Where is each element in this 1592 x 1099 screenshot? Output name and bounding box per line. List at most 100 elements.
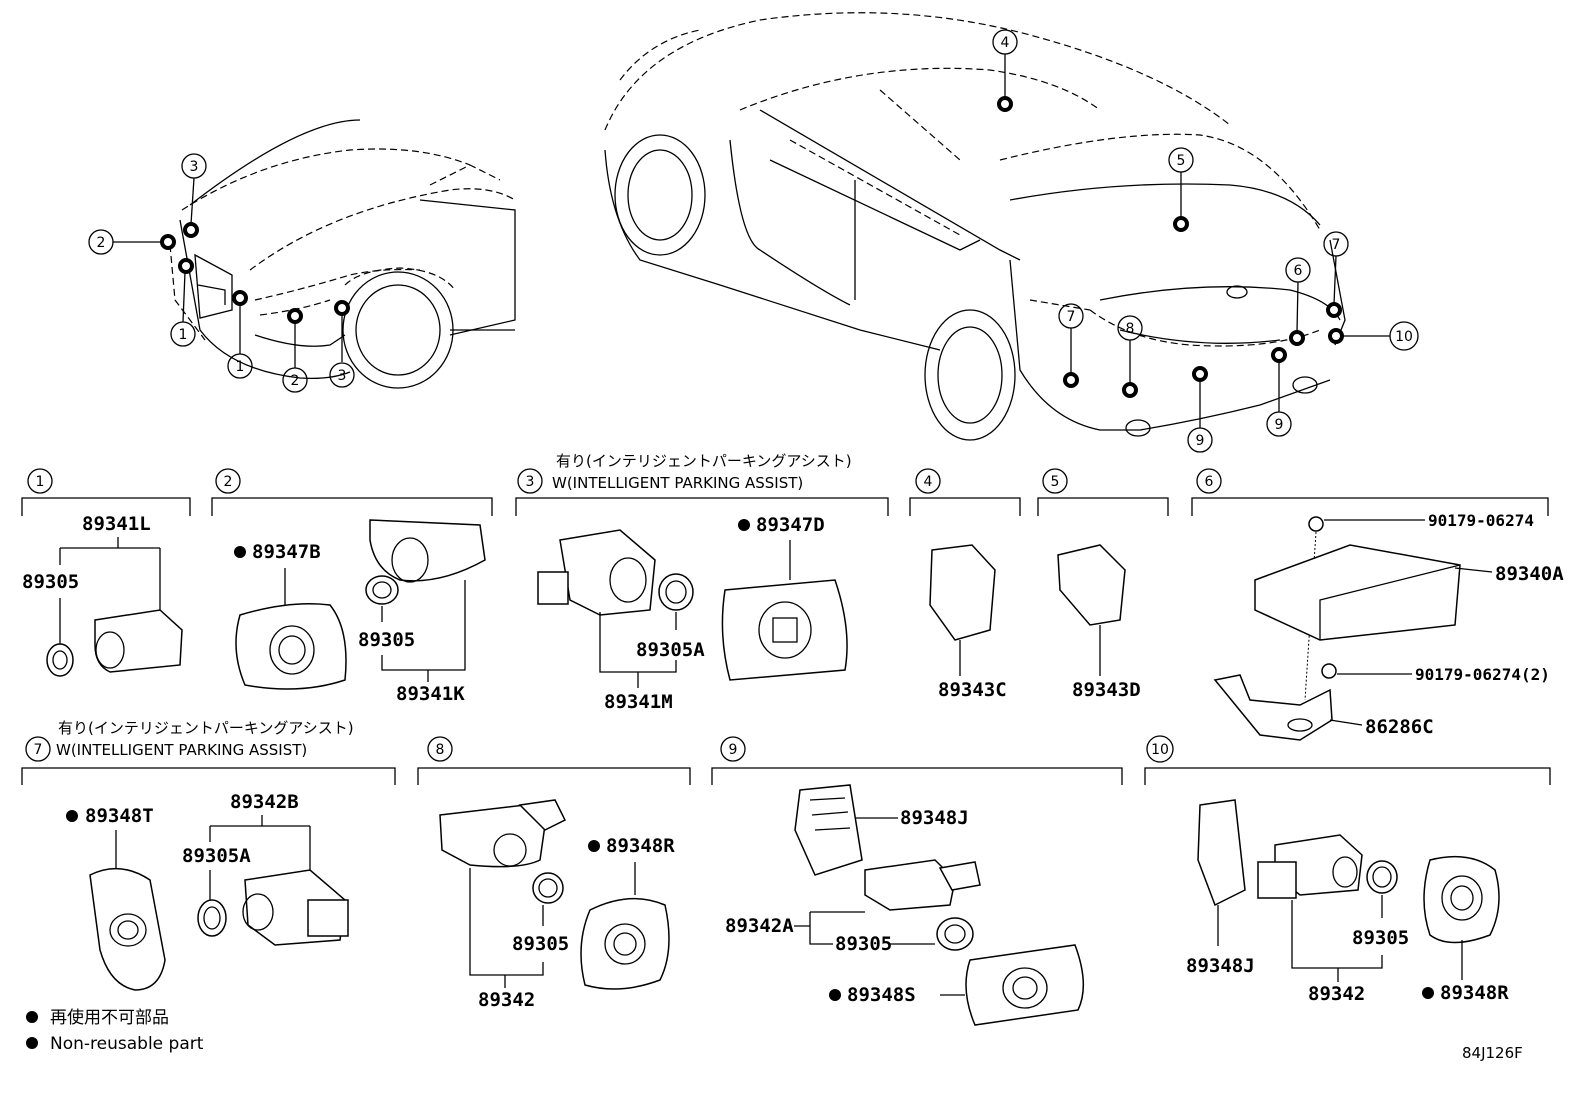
bracket-part bbox=[794, 784, 863, 876]
section-number: 5 bbox=[1051, 474, 1060, 490]
sensor-part bbox=[369, 519, 486, 582]
part-number: 89305 bbox=[358, 629, 415, 651]
callout-label: 2 bbox=[291, 373, 300, 389]
section-2: 2 89347B 89305 89341K bbox=[211, 468, 493, 705]
callout-label: 1 bbox=[236, 359, 245, 375]
section-caption-en: W(INTELLIGENT PARKING ASSIST) bbox=[552, 474, 803, 492]
rear-car-illustration bbox=[604, 12, 1346, 441]
part-number: 89348R bbox=[1440, 982, 1509, 1004]
part-number: 89343C bbox=[938, 679, 1007, 701]
callout-label: 4 bbox=[1001, 35, 1010, 51]
bolt-part bbox=[1321, 663, 1337, 679]
section-number: 4 bbox=[924, 474, 933, 490]
non-reusable-bullet bbox=[829, 989, 841, 1001]
part-number: 90179-06274(2) bbox=[1415, 665, 1550, 684]
section-caption-jp: 有り(インテリジェントパーキングアシスト) bbox=[58, 719, 354, 737]
bracket-part bbox=[1197, 799, 1246, 907]
retainer-part bbox=[965, 944, 1085, 1026]
part-number: 89342B bbox=[230, 791, 299, 813]
section-5: 5 89343D bbox=[1037, 468, 1169, 701]
part-number: 89341L bbox=[82, 513, 151, 535]
connector-part bbox=[307, 899, 349, 937]
part-number: 89340A bbox=[1495, 563, 1564, 585]
section-4: 4 89343C bbox=[909, 468, 1021, 701]
callout-label: 3 bbox=[338, 368, 347, 384]
callout-label: 1 bbox=[179, 327, 188, 343]
callout-label: 2 bbox=[97, 235, 106, 251]
part-number: 89342 bbox=[1308, 983, 1365, 1005]
front-car-illustration bbox=[169, 119, 516, 389]
callout-label: 8 bbox=[1126, 321, 1135, 337]
bolt-part bbox=[1308, 516, 1324, 532]
sensor-part bbox=[94, 609, 183, 673]
part-number: 89341M bbox=[604, 691, 673, 713]
retainer-part bbox=[721, 579, 848, 681]
non-reusable-bullet bbox=[1422, 987, 1434, 999]
seal-ring-part bbox=[197, 899, 227, 937]
section-number: 10 bbox=[1151, 742, 1169, 758]
front-sensor-markers bbox=[160, 222, 350, 324]
legend-en: Non-reusable part bbox=[50, 1034, 204, 1054]
part-number: 89342 bbox=[478, 989, 535, 1011]
rear-sensor-markers bbox=[997, 96, 1344, 398]
part-number: 89347B bbox=[252, 541, 321, 563]
section-number: 6 bbox=[1205, 474, 1214, 490]
seal-ring-part bbox=[532, 872, 564, 904]
sensor-part bbox=[929, 544, 996, 641]
sensor-part bbox=[559, 529, 656, 616]
connector-part bbox=[537, 571, 569, 605]
callout-label: 7 bbox=[1067, 309, 1076, 325]
part-number: 89348S bbox=[847, 984, 916, 1006]
callout-label: 5 bbox=[1177, 153, 1186, 169]
sensor-part bbox=[439, 804, 546, 868]
part-number: 89348T bbox=[85, 805, 154, 827]
part-number: 89343D bbox=[1072, 679, 1141, 701]
retainer-part bbox=[89, 867, 166, 991]
section-number: 2 bbox=[224, 474, 233, 490]
callout-label: 3 bbox=[190, 159, 199, 175]
part-number: 90179-06274 bbox=[1428, 511, 1534, 530]
part-number: 89348J bbox=[900, 807, 969, 829]
connector-part bbox=[518, 799, 567, 831]
sensor-part bbox=[864, 859, 956, 911]
sensor-part bbox=[1057, 544, 1126, 626]
part-number: 89348R bbox=[606, 835, 675, 857]
part-number: 89348J bbox=[1186, 955, 1255, 977]
section-6: 6 90179-06274 89340A 90179-06274(2) 8628… bbox=[1191, 468, 1564, 741]
part-number: 89305 bbox=[1352, 927, 1409, 949]
non-reusable-bullet bbox=[66, 810, 78, 822]
legend: 再使用不可部品 Non-reusable part bbox=[26, 1007, 204, 1054]
section-caption-jp: 有り(インテリジェントパーキングアシスト) bbox=[556, 452, 852, 470]
callout-label: 9 bbox=[1275, 417, 1284, 433]
retainer-part bbox=[235, 603, 347, 690]
section-8: 8 89305 89342 89348R bbox=[417, 736, 691, 1011]
callout-label: 10 bbox=[1395, 329, 1413, 345]
section-10: 10 89348J 89305 89342 89348R bbox=[1144, 735, 1551, 1005]
non-reusable-bullet bbox=[26, 1011, 38, 1023]
section-number: 3 bbox=[526, 474, 535, 490]
non-reusable-bullet bbox=[26, 1037, 38, 1049]
non-reusable-bullet bbox=[234, 546, 246, 558]
front-callouts: 3 2 1 1 2 3 bbox=[88, 153, 355, 393]
section-7: 有り(インテリジェントパーキングアシスト) 7 W(INTELLIGENT PA… bbox=[21, 719, 396, 991]
part-number: 89341K bbox=[396, 683, 465, 705]
part-number: 89305 bbox=[835, 933, 892, 955]
rear-callouts: 4 5 7 8 9 9 6 7 10 bbox=[992, 29, 1419, 453]
retainer-part bbox=[580, 897, 670, 990]
part-number: 89305A bbox=[636, 639, 705, 661]
section-9: 9 89348J 89342A 89305 89348S bbox=[711, 736, 1123, 1026]
retainer-part bbox=[1423, 855, 1500, 944]
part-number: 89305 bbox=[22, 571, 79, 593]
part-number: 89305 bbox=[512, 933, 569, 955]
part-number: 89342A bbox=[725, 915, 794, 937]
non-reusable-bullet bbox=[588, 840, 600, 852]
ecu-part bbox=[1254, 544, 1461, 641]
seal-ring-part bbox=[658, 573, 694, 611]
seal-ring-part bbox=[936, 917, 974, 951]
part-number: 89347D bbox=[756, 514, 825, 536]
section-number: 7 bbox=[34, 742, 43, 758]
part-number: 89305A bbox=[182, 845, 251, 867]
callout-label: 7 bbox=[1332, 237, 1341, 253]
section-number: 9 bbox=[729, 742, 738, 758]
